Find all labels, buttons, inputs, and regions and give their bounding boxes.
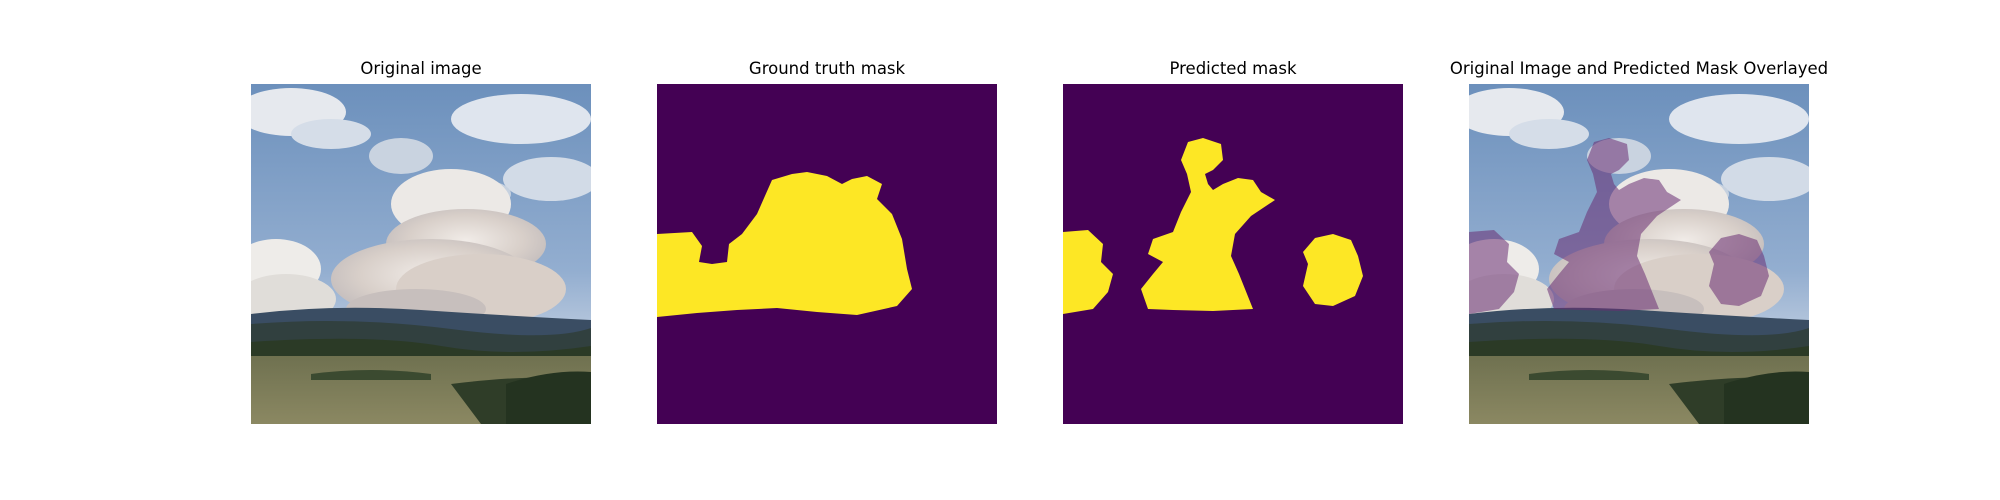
panel-title: Original image	[360, 59, 482, 78]
panel-overlay: Original Image and Predicted Mask Overla…	[1450, 0, 1828, 500]
panel-ground-truth-mask: Ground truth mask	[657, 0, 997, 500]
panel-title: Ground truth mask	[748, 59, 906, 78]
panel-original-image: Original image	[251, 0, 591, 500]
predicted-mask	[1063, 84, 1403, 424]
panel-predicted-mask: Predicted mask	[1063, 0, 1403, 500]
panel-title: Predicted mask	[1169, 59, 1297, 78]
original-image	[251, 84, 591, 424]
overlay-image	[1469, 84, 1809, 424]
ground-truth-mask	[657, 84, 997, 424]
panel-title: Original Image and Predicted Mask Overla…	[1449, 59, 1829, 78]
